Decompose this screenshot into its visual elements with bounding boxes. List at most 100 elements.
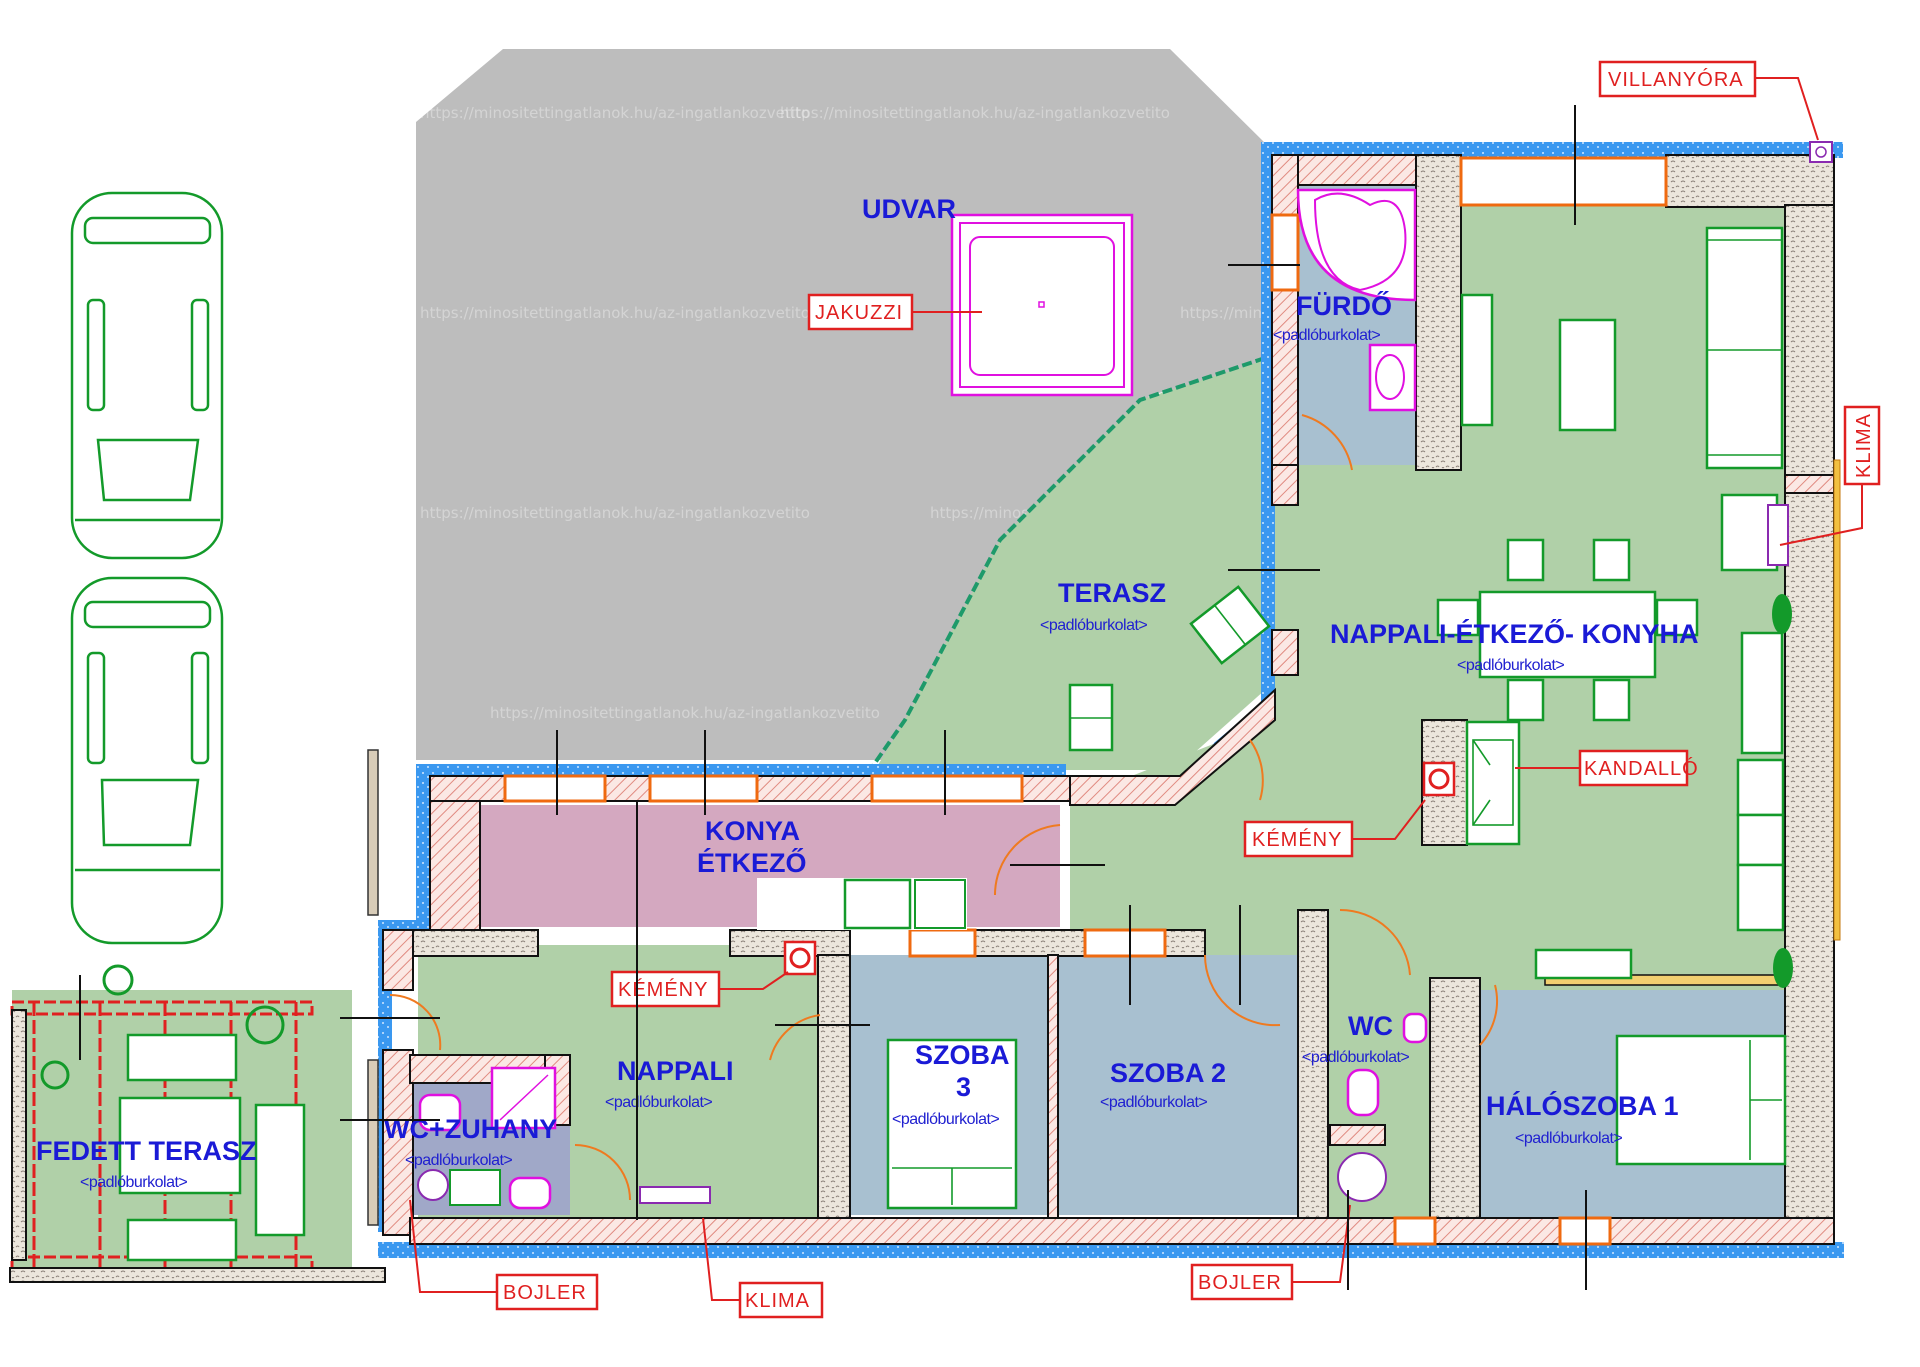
kitchen-block	[757, 878, 967, 930]
wall	[817, 954, 851, 1221]
window	[503, 774, 607, 803]
wall	[409, 1217, 1835, 1245]
room-label-szoba3-number: 3	[956, 1072, 971, 1102]
car	[70, 191, 224, 560]
watermark: https://minositettingatlanok.hu/az-ingat…	[420, 304, 810, 322]
plant-icon	[102, 964, 134, 996]
dresser	[1534, 948, 1633, 980]
wall	[1271, 629, 1299, 676]
svg-text:JAKUZZI: JAKUZZI	[815, 302, 903, 324]
tv-unit	[1460, 293, 1494, 427]
room-label-konya: KONYA	[705, 816, 800, 846]
room-label-wc-zuhany: WC+ZUHANY	[384, 1114, 557, 1144]
washbasin	[508, 1176, 552, 1210]
wall	[382, 1049, 414, 1236]
floor-label-furdo: <padlóburkolat>	[1273, 327, 1380, 344]
svg-text:VILLANYÓRA: VILLANYÓRA	[1608, 68, 1744, 91]
plant-icon	[1772, 594, 1792, 634]
wall	[9, 1267, 386, 1283]
boiler	[417, 1169, 449, 1201]
bench	[254, 1103, 306, 1237]
wall	[1047, 954, 1059, 1236]
wall	[1164, 929, 1206, 957]
callout-kandallo: KANDALLÓ	[1515, 749, 1699, 787]
window	[1270, 213, 1300, 292]
floor-label-wc-zuhany: <padlóburkolat>	[405, 1152, 512, 1169]
dining-table	[1436, 538, 1699, 722]
floor-label-szoba3: <padlóburkolat>	[892, 1111, 999, 1128]
callout-villanyora: VILLANYÓRA	[1598, 60, 1819, 141]
wall	[1784, 492, 1835, 1236]
watermark: https://minositettingatlanok.hu/az-ingat…	[420, 504, 810, 522]
room-label-szoba2: SZOBA 2	[1110, 1058, 1226, 1088]
floor-label-fedett-terasz: <padlóburkolat>	[80, 1174, 187, 1191]
sofa	[1705, 226, 1784, 470]
wall	[1271, 154, 1299, 216]
svg-text:KÉMÉNY: KÉMÉNY	[618, 978, 708, 1001]
door-arc	[389, 993, 442, 1051]
room-label-wc: WC	[1348, 1011, 1393, 1041]
terrace-armchair	[1068, 683, 1114, 752]
callout-kemeny-nappali: KÉMÉNY	[610, 970, 789, 1008]
coffee-table	[1558, 318, 1617, 432]
wall	[1297, 909, 1329, 1236]
floor-label-haloszoba1: <padlóburkolat>	[1515, 1130, 1622, 1147]
wall	[382, 929, 414, 991]
door-arc	[1301, 414, 1353, 471]
door-arc	[1249, 739, 1264, 801]
wall	[974, 929, 1086, 957]
svg-text:BOJLER: BOJLER	[503, 1282, 587, 1304]
window	[1393, 1216, 1437, 1246]
wall	[1271, 289, 1299, 471]
air-conditioner	[639, 1186, 711, 1204]
room-label-fedett-terasz: FEDETT TERASZ	[36, 1136, 257, 1166]
cabinet	[449, 1169, 501, 1206]
door-arc	[1339, 908, 1411, 976]
plant-icon	[40, 1060, 70, 1090]
window	[1083, 928, 1167, 958]
plant-icon	[1773, 948, 1793, 988]
door-arc	[993, 824, 1061, 896]
floor-label-nappali: <padlóburkolat>	[605, 1094, 712, 1111]
bed	[1615, 1034, 1787, 1166]
floor-label-terasz: <padlóburkolat>	[1040, 617, 1147, 634]
insulation-band	[416, 764, 430, 924]
terasz-edge	[868, 356, 1266, 772]
wall	[1429, 977, 1481, 1237]
room-label-furdo: FÜRDŐ	[1296, 290, 1392, 321]
window	[908, 928, 977, 958]
szoba2-floor	[1058, 955, 1298, 1215]
room-label-etkezo: ÉTKEZŐ	[697, 847, 807, 878]
corner-bathtub	[1296, 188, 1417, 302]
electricity-meter-icon	[1809, 141, 1833, 163]
watermark: https://minositettingatlanok.hu/az-ingat…	[490, 704, 880, 722]
plant-icon	[245, 1005, 285, 1045]
toilet	[1346, 1068, 1380, 1117]
window	[648, 774, 759, 803]
room-label-nappali-etkezo-konyha: NAPPALI-ÉTKEZŐ- KONYHA	[1330, 618, 1699, 649]
wall	[1665, 154, 1835, 208]
fence	[367, 749, 379, 916]
callout-kemeny-fireplace: KÉMÉNY	[1243, 799, 1426, 858]
watermark: https://minositettingatlanok.hu/az-ingat…	[780, 104, 1170, 122]
boiler	[1337, 1152, 1387, 1202]
bed	[886, 1038, 1018, 1210]
wall	[756, 775, 873, 802]
facade-strip	[1833, 459, 1841, 941]
room-label-haloszoba1: HÁLÓSZOBA 1	[1486, 1090, 1679, 1121]
callout-klima-right: KLIMA	[1779, 405, 1881, 546]
room-label-terasz: TERASZ	[1058, 578, 1166, 608]
air-conditioner	[1767, 504, 1789, 566]
wall	[1415, 154, 1462, 471]
watermark: https://minositettingatlanok.hu/az-ingat…	[420, 104, 810, 122]
door-arc	[1479, 984, 1498, 1046]
wall	[11, 1009, 27, 1261]
svg-text:KÉMÉNY: KÉMÉNY	[1252, 828, 1342, 851]
insulation-band	[378, 1242, 1844, 1258]
washbasin	[1402, 1012, 1428, 1044]
svg-text:KANDALLÓ: KANDALLÓ	[1584, 757, 1699, 780]
callout-bojler-right: BOJLER	[1190, 1204, 1351, 1301]
floor-label-szoba2: <padlóburkolat>	[1100, 1094, 1207, 1111]
washbasin	[1368, 343, 1417, 412]
floor-label-nappali-etkezo-konyha: <padlóburkolat>	[1457, 657, 1564, 674]
